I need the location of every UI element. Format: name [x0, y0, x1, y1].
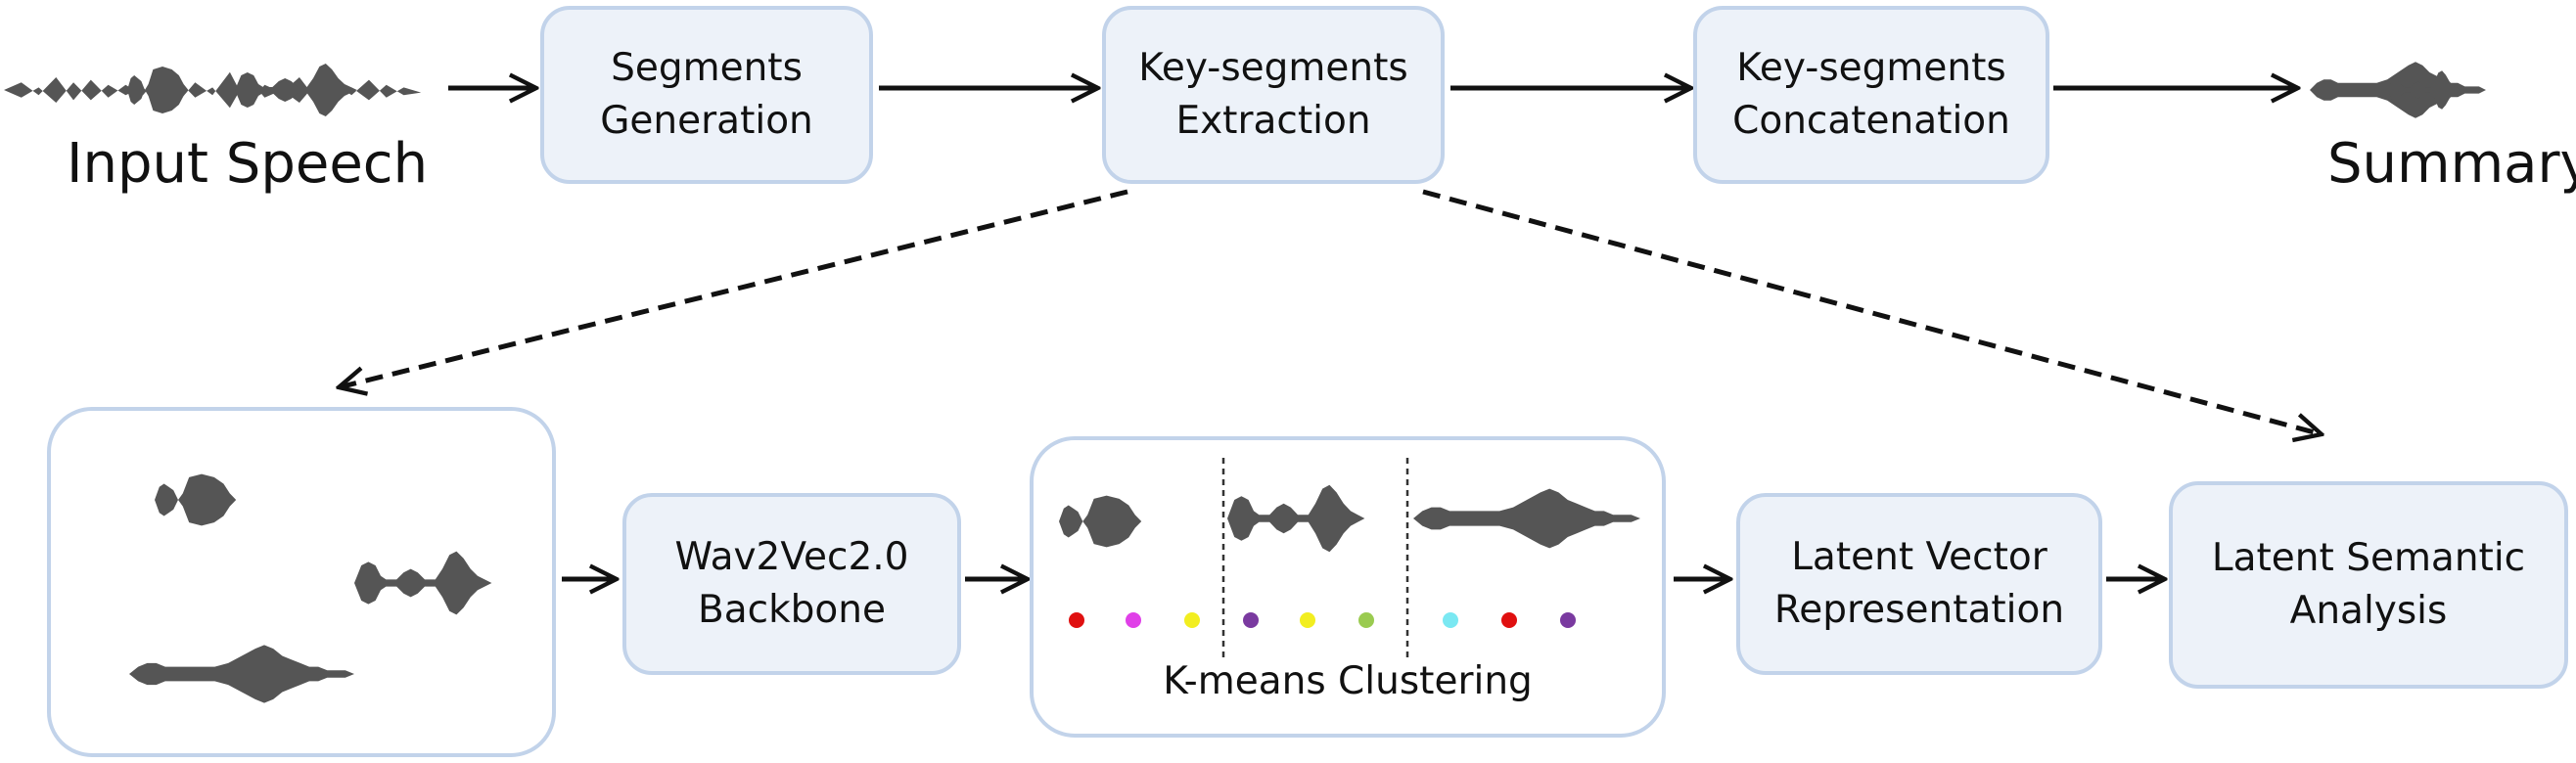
lsa-line2: Analysis — [2289, 589, 2448, 633]
cluster-dot — [1501, 612, 1517, 628]
latent-vector-line2: Representation — [1773, 588, 2065, 632]
input-waveform — [4, 64, 438, 116]
key-segments-concatenation-box: Key-segments Concatenation — [1693, 6, 2049, 184]
kmeans-clustering-box: K-means Clustering — [1030, 436, 1666, 738]
cluster-dot — [1243, 612, 1259, 628]
expansion-arrows — [339, 189, 2322, 434]
backbone-line2: Backbone — [697, 588, 886, 632]
cluster-dot — [1126, 612, 1141, 628]
latent-vector-box: Latent Vector Representation — [1736, 493, 2102, 675]
segments-generation-line1: Segments — [611, 46, 803, 91]
key-segments-concatenation-line1: Key-segments — [1736, 46, 2006, 91]
segments-generation-box: Segments Generation — [540, 6, 873, 184]
cluster-dot — [1300, 612, 1315, 628]
cluster-dot — [1358, 612, 1374, 628]
kmeans-clustering-label: K-means Clustering — [1163, 659, 1533, 704]
backbone-line1: Wav2Vec2.0 — [674, 535, 909, 580]
cluster-dot — [1184, 612, 1200, 628]
lsa-line1: Latent Semantic — [2211, 536, 2526, 581]
summary-label: Summary — [2327, 132, 2576, 196]
summary-waveform — [2310, 62, 2486, 118]
key-segments-concatenation-line2: Concatenation — [1732, 99, 2010, 143]
segments-box — [47, 407, 556, 757]
key-segments-extraction-line1: Key-segments — [1138, 46, 1408, 91]
segments-generation-line2: Generation — [600, 99, 813, 143]
cluster-dot — [1560, 612, 1576, 628]
input-speech-label: Input Speech — [67, 132, 429, 196]
lsa-box: Latent Semantic Analysis — [2169, 481, 2568, 689]
backbone-box: Wav2Vec2.0 Backbone — [622, 493, 961, 675]
latent-vector-line1: Latent Vector — [1791, 535, 2047, 580]
cluster-dots — [1069, 612, 1576, 628]
cluster-dot — [1443, 612, 1458, 628]
kmeans-separators — [1221, 458, 1409, 659]
key-segments-extraction-line2: Extraction — [1175, 99, 1371, 143]
cluster-dot — [1069, 612, 1084, 628]
key-segments-extraction-box: Key-segments Extraction — [1102, 6, 1445, 184]
